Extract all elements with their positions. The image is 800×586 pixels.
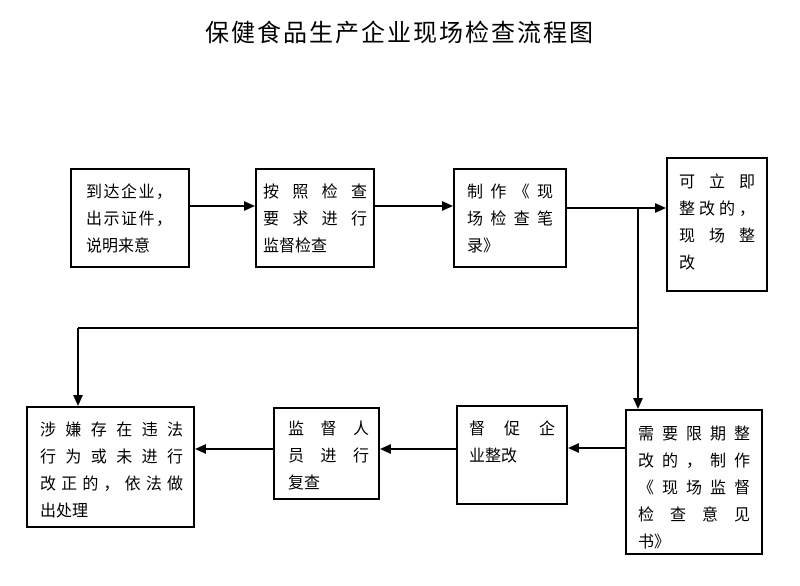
text-line: 改的，制作 xyxy=(638,453,750,470)
text-line: 制作《现 xyxy=(467,184,553,201)
connector-inspect-record xyxy=(375,205,442,207)
text-line: 业整改 xyxy=(469,448,518,465)
text-line: 员进行 xyxy=(288,448,369,465)
flow-box-inspect: 按照检查 要求进行 监督检查 xyxy=(255,168,375,268)
flow-box-urge-rectify: 督促企 业整改 xyxy=(456,405,568,505)
text-line: 需要限期整 xyxy=(638,426,750,443)
text-line: 要求进行 xyxy=(263,211,367,228)
text-line: 出处理 xyxy=(40,503,89,520)
connector-urge-recheck xyxy=(391,448,456,450)
connector-record-immediate xyxy=(567,207,655,209)
arrowhead-left-icon xyxy=(568,443,579,453)
text-line: 检查意见 xyxy=(638,507,750,524)
connector-arrive-inspect xyxy=(190,205,245,207)
text-line: 出示证件， xyxy=(86,211,172,228)
text-line: 改 xyxy=(679,255,696,272)
connector-deadline-urge xyxy=(579,447,625,449)
text-line: 监督检查 xyxy=(263,238,328,255)
text-line: 书》 xyxy=(638,534,671,551)
text-line: 监督人 xyxy=(288,421,369,438)
connector-branch-left-down xyxy=(77,328,79,395)
arrowhead-left-icon xyxy=(380,444,391,454)
text-line: 复查 xyxy=(288,475,321,492)
flow-box-recheck: 监督人 员进行 复查 xyxy=(273,407,380,500)
arrowhead-right-icon xyxy=(655,203,666,213)
diagram-title: 保健食品生产企业现场检查流程图 xyxy=(205,21,595,47)
text-line: 可立即 xyxy=(679,174,755,191)
text-line: 按照检查 xyxy=(263,184,367,201)
text-line: 涉嫌存在违法 xyxy=(40,422,183,439)
text-line: 行为或未进行 xyxy=(40,449,183,466)
text-line: 改正的，依法做 xyxy=(40,476,183,493)
text-line: 录》 xyxy=(467,238,500,255)
arrowhead-down-icon xyxy=(633,398,643,409)
arrowhead-right-icon xyxy=(244,201,255,211)
text-line: 现场整 xyxy=(679,228,755,245)
flow-box-deadline-rectify: 需要限期整 改的，制作 《现场监督 检查意见 书》 xyxy=(625,409,763,555)
flow-box-record: 制作《现 场检查笔 录》 xyxy=(453,168,567,268)
text-line: 说明来意 xyxy=(86,238,151,255)
connector-branch-left xyxy=(78,327,639,329)
text-line: 到达企业， xyxy=(86,184,172,201)
arrowhead-down-icon xyxy=(73,395,83,406)
text-line: 整改的， xyxy=(679,201,755,218)
arrowhead-left-icon xyxy=(195,444,206,454)
arrowhead-right-icon xyxy=(442,201,453,211)
flow-box-immediate-rectify: 可立即 整改的， 现场整 改 xyxy=(666,157,768,292)
text-line: 场检查笔 xyxy=(467,211,553,228)
flow-box-punish: 涉嫌存在违法 行为或未进行 改正的，依法做 出处理 xyxy=(26,406,195,528)
connector-recheck-punish xyxy=(206,448,273,450)
text-line: 督促企 xyxy=(469,421,555,438)
text-line: 《现场监督 xyxy=(638,480,750,497)
connector-branch-down xyxy=(637,207,639,398)
flow-box-arrive: 到达企业， 出示证件， 说明来意 xyxy=(70,168,190,268)
